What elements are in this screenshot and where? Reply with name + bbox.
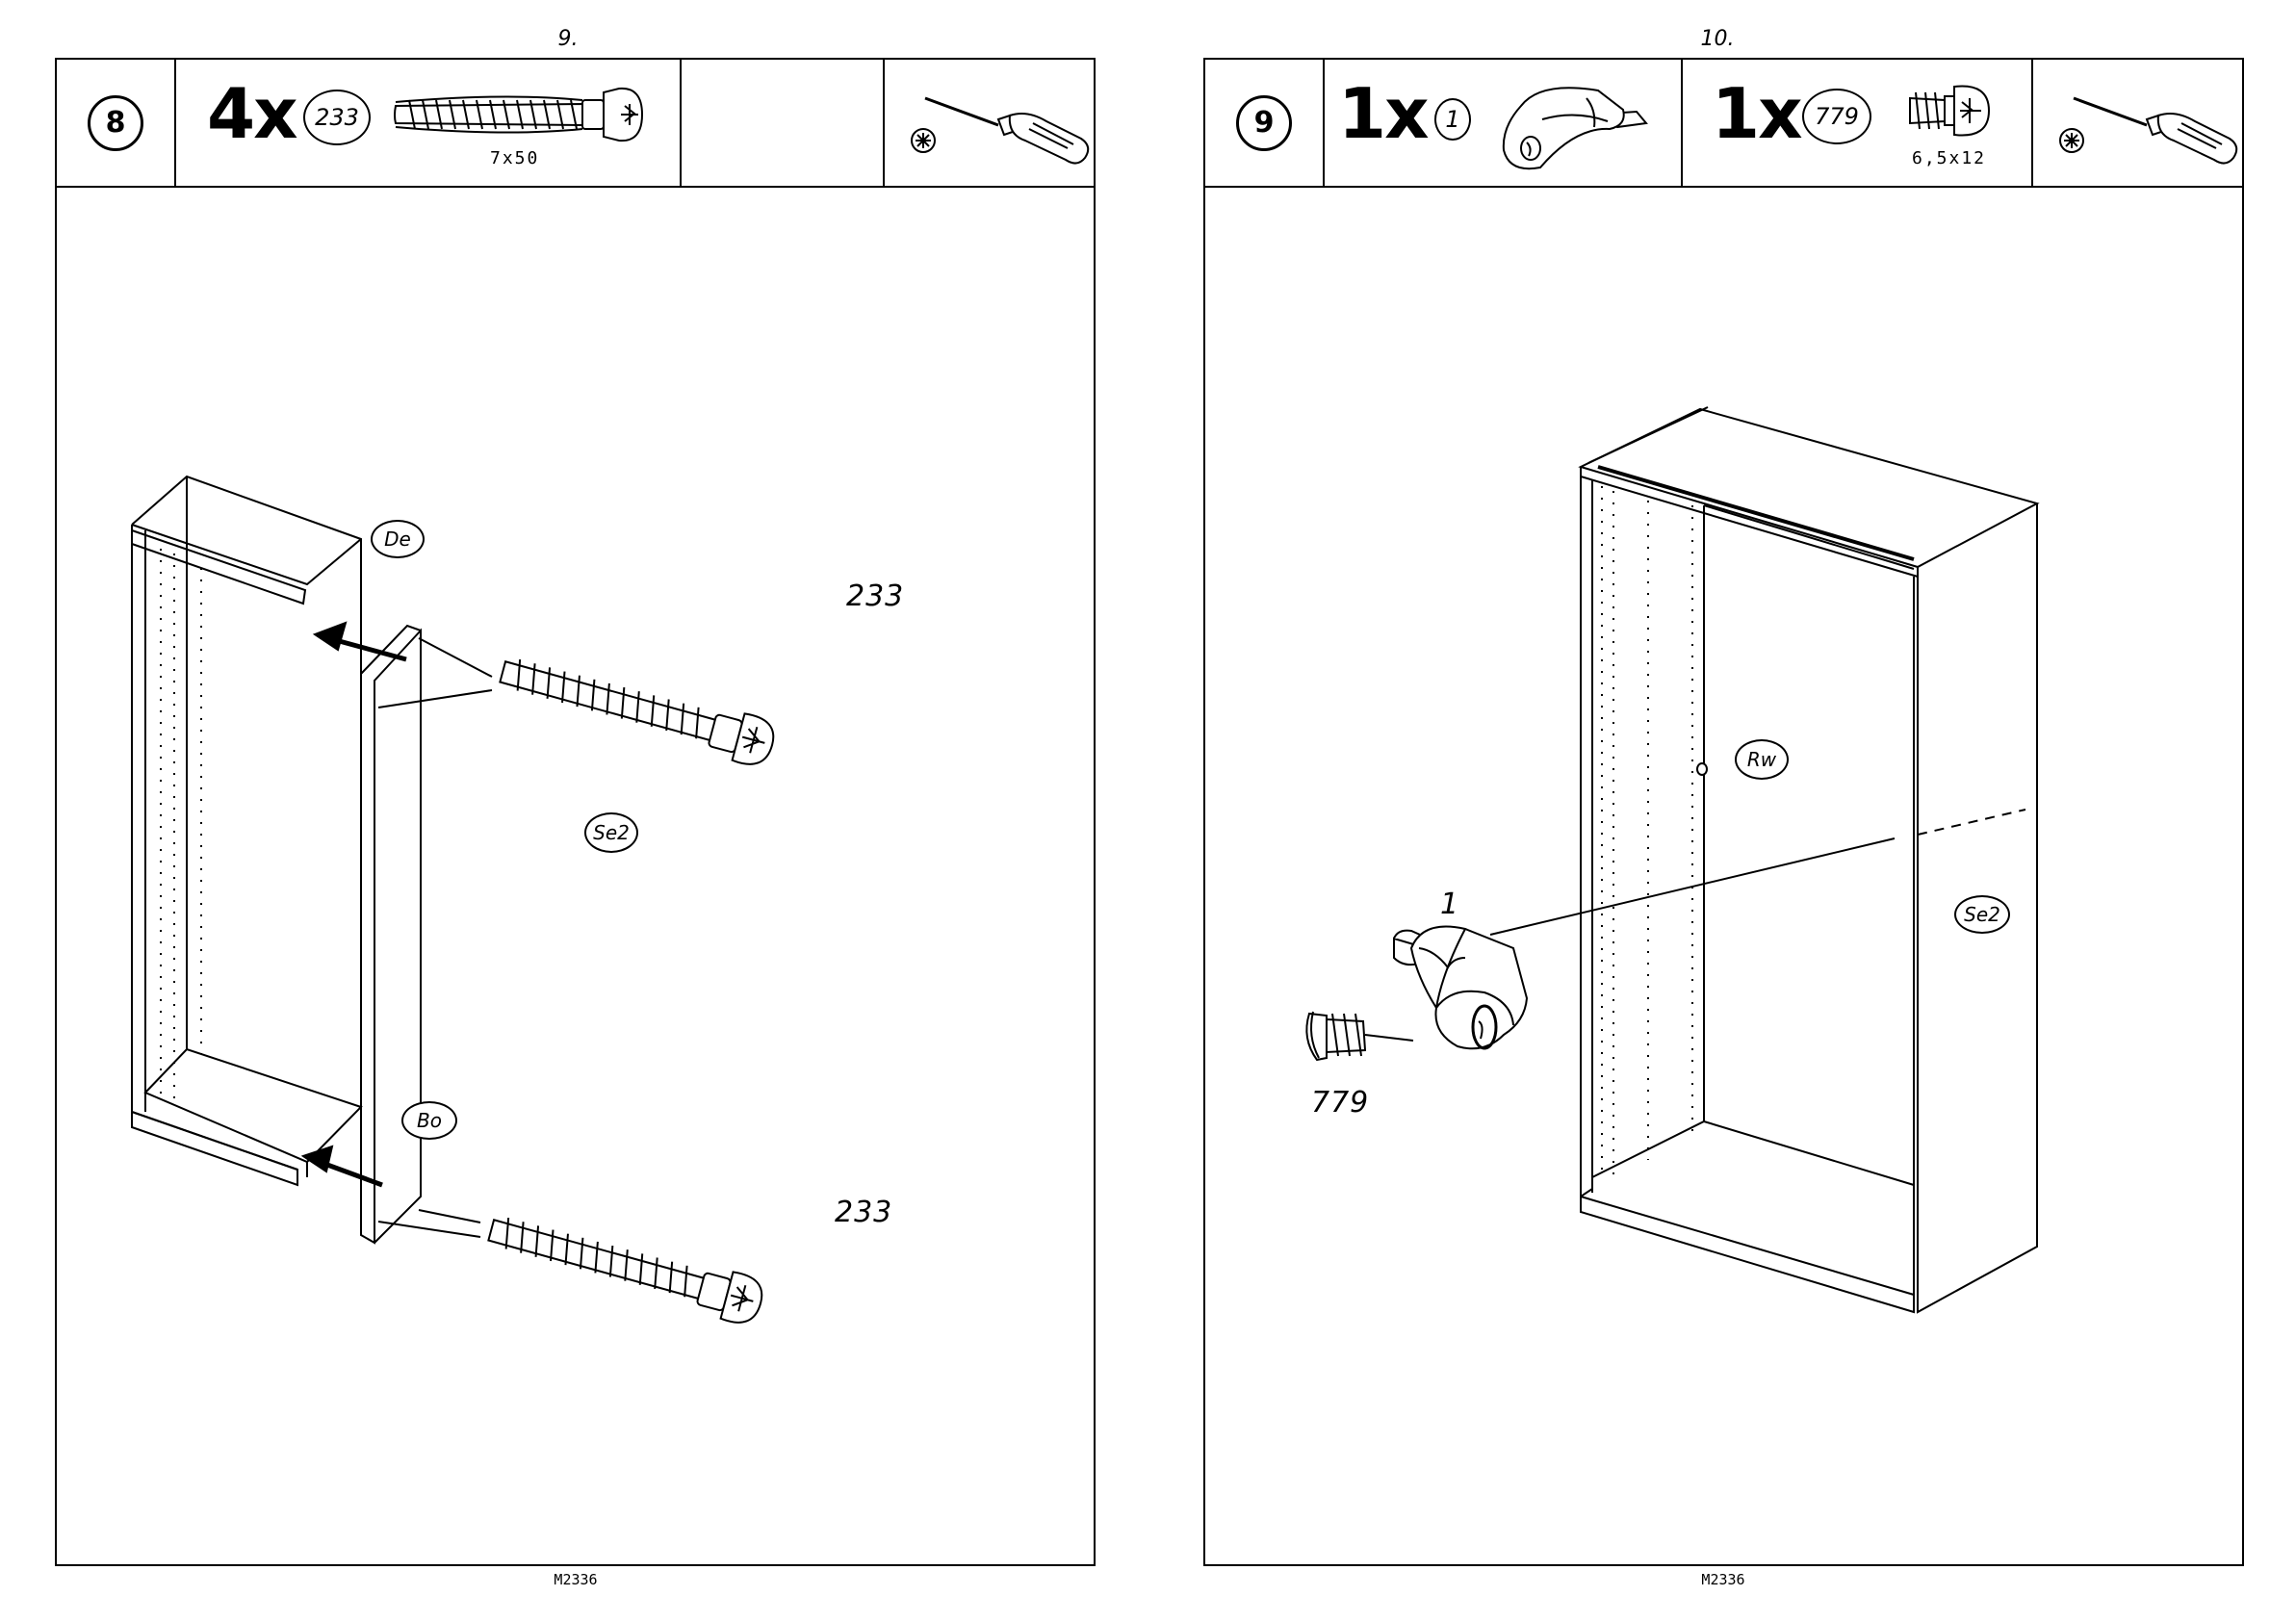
tool-cell: [2033, 60, 2242, 186]
step-number: 9: [1236, 95, 1292, 151]
instruction-panel-left: 8 4x 233 7x50: [55, 58, 1096, 1566]
label-bracket: 1: [1440, 888, 1459, 921]
screwdriver-icon: [2051, 81, 2243, 167]
fastener-top: [496, 650, 778, 769]
bracket-part: [1394, 927, 1527, 1049]
step-number: 8: [88, 95, 143, 151]
part-size: 6,5x12: [1912, 148, 1986, 168]
label-screw: 779: [1311, 1086, 1369, 1120]
empty-cell: [682, 60, 885, 186]
instruction-panel-right: 9 1x 1 1x 779: [1203, 58, 2244, 1566]
label-side-panel: Se2: [584, 812, 638, 853]
doc-code-right: M2336: [1701, 1571, 1744, 1588]
parts-header-right: 9 1x 1 1x 779: [1205, 60, 2242, 188]
part-id-badge: 1: [1434, 98, 1471, 141]
part-id-badge: 233: [303, 90, 371, 145]
part-size: 7x50: [490, 148, 539, 168]
fastener-bottom: [484, 1208, 766, 1327]
part-quantity: 4x: [207, 73, 297, 154]
bracket-icon: [1483, 71, 1665, 179]
label-fastener-bottom: 233: [835, 1196, 892, 1229]
label-top-panel: De: [371, 520, 425, 558]
tool-cell: [885, 60, 1094, 186]
assembly-diagram-left: [57, 188, 1094, 1564]
part-quantity: 1x: [1712, 73, 1801, 154]
parts-cell-bracket: 1x 1: [1325, 60, 1683, 186]
part-quantity: 1x: [1338, 73, 1428, 154]
screw-icon: [390, 81, 650, 148]
step-cell: 8: [57, 60, 176, 186]
screwdriver-icon: [902, 81, 1095, 167]
page-number-left: 9.: [558, 27, 579, 51]
step-cell: 9: [1205, 60, 1325, 186]
page-number-right: 10.: [1701, 27, 1735, 51]
parts-cell-screw: 1x 779 6,5x12: [1683, 60, 2033, 186]
label-back-panel: Rw: [1735, 739, 1789, 780]
short-screw-icon: [1906, 81, 1993, 141]
label-bottom-panel: Bo: [401, 1101, 457, 1140]
label-side-panel: Se2: [1954, 895, 2010, 934]
assembly-diagram-right: [1205, 188, 2242, 1564]
parts-cell: 4x 233 7x50: [176, 60, 682, 186]
part-id-badge: 779: [1802, 89, 1871, 144]
label-fastener-top: 233: [846, 579, 904, 613]
doc-code-left: M2336: [554, 1571, 597, 1588]
short-screw-part: [1306, 1012, 1413, 1060]
parts-header-left: 8 4x 233 7x50: [57, 60, 1094, 188]
